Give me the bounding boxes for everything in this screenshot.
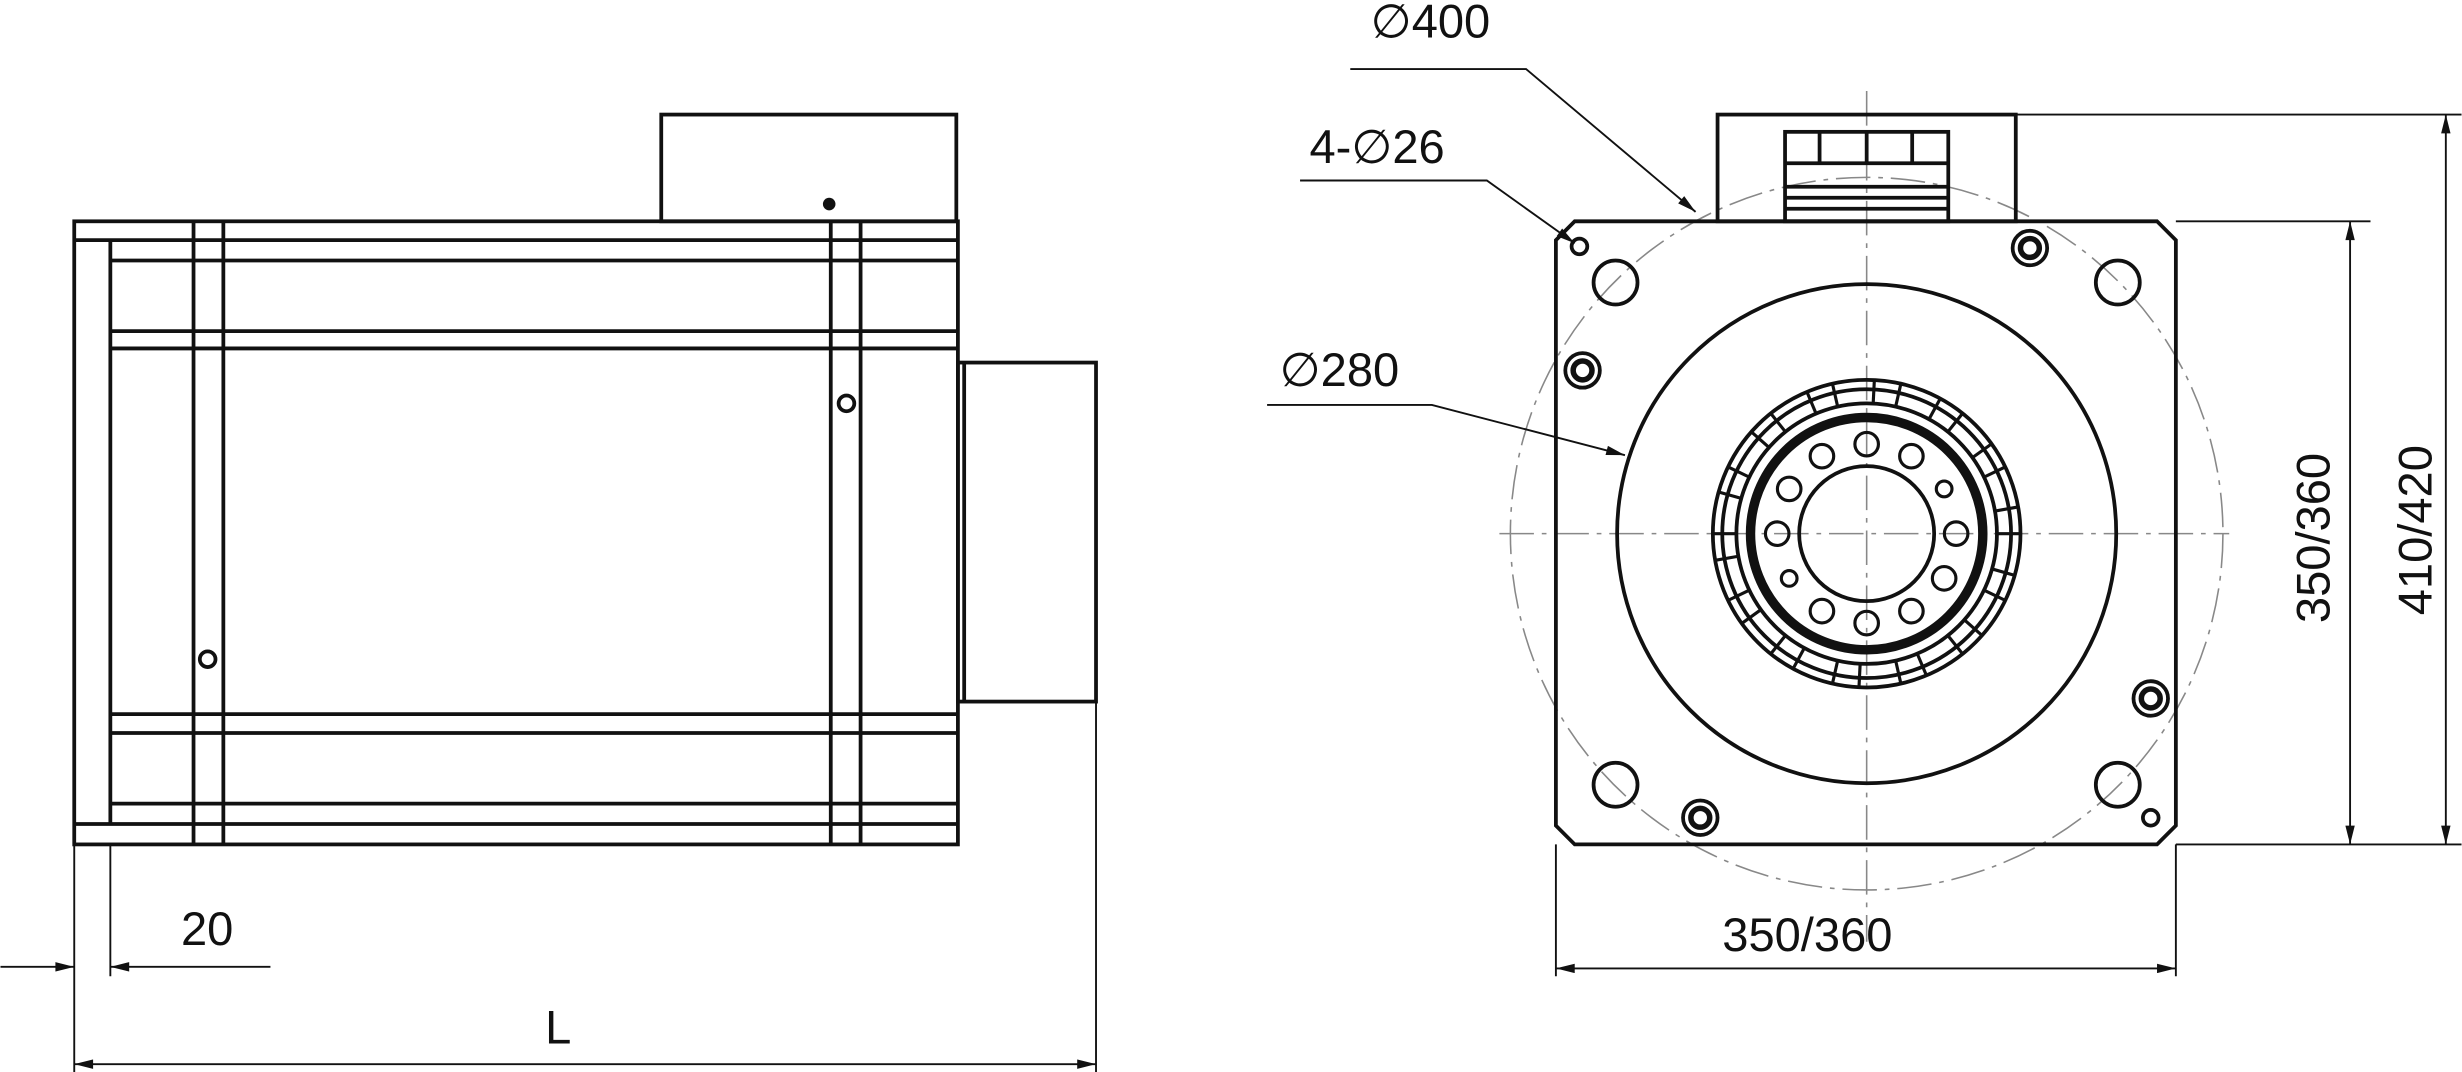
screw-icon (197, 649, 218, 669)
screw-icon (2138, 686, 2163, 711)
pin-hole-icon (1569, 236, 1590, 257)
slot-tick (1983, 465, 2006, 479)
dim-holes-label: 4-∅26 (1309, 120, 1444, 173)
bolt-hole-icon (1934, 479, 1954, 499)
screw-icon (2131, 679, 2170, 718)
spigot-circle (1615, 282, 2119, 786)
mounting-hole-icon (2093, 258, 2142, 307)
slot-tick (1830, 660, 1840, 684)
slot-tick (1894, 383, 1903, 407)
bolt-hole-icon (1763, 520, 1791, 547)
screw-icon (1688, 805, 1713, 830)
body-ribs (74, 221, 958, 845)
bolt-hole-icon (1898, 597, 1925, 625)
screw-icon (1570, 358, 1595, 383)
connector-plug (1783, 129, 1951, 224)
slot-tick (1727, 588, 1750, 602)
front-view: ∅400 4-∅26 ∅280 350/360 350/360 410/420 (1267, 0, 2462, 977)
mounting-hole-icon (2093, 760, 2142, 809)
dim-width-label: 350/360 (1722, 908, 1892, 961)
flange-plate (1554, 219, 2178, 847)
bolt-hole-icon (1853, 430, 1881, 458)
slot-tick (1991, 567, 2016, 577)
mounting-hole-icon (1591, 258, 1640, 307)
slot-tick (1750, 430, 1771, 449)
slot-tick (1805, 391, 1818, 415)
pin-hole-icon (2141, 808, 2161, 828)
motor-body (72, 219, 960, 847)
slot-tick (1915, 653, 1928, 677)
bolt-hole-icon (1808, 442, 1836, 470)
slot-tick (1740, 608, 1762, 625)
slot-tick (1963, 618, 1984, 637)
slot-tick (1830, 383, 1840, 407)
screw-icon (2010, 228, 2050, 268)
bolt-hole-icon (1942, 520, 1970, 547)
dim-length-label: L (545, 1001, 571, 1054)
shaft-hub (1710, 377, 2023, 690)
bolt-hole-icon (1898, 442, 1925, 470)
shaft-housing (956, 360, 1098, 704)
slot-tick (1983, 588, 2006, 602)
slot-tick (1714, 554, 1739, 562)
screw-icon (2017, 235, 2043, 261)
slot-tick (1769, 634, 1787, 655)
dim-total-height-label: 410/420 (2389, 445, 2442, 615)
screw-icon (1563, 351, 1602, 390)
bolt-hole-icon (1930, 565, 1958, 592)
bolt-hole-icon (1775, 475, 1803, 503)
slot-tick (1718, 490, 1742, 500)
slot-tick (1946, 412, 1964, 433)
slot-tick (1971, 442, 1993, 459)
pcd-circle (1509, 176, 2224, 891)
bolt-hole-icon (1853, 609, 1881, 637)
slot-tick (1871, 379, 1876, 404)
marker-dot (822, 197, 836, 211)
dim-pcd-label: ∅400 (1371, 0, 1491, 48)
slot-tick (1927, 397, 1942, 420)
slot-tick (1791, 647, 1806, 670)
slot-tick (1894, 660, 1903, 684)
slot-tick (1857, 663, 1862, 688)
bolt-hole-icon (1779, 568, 1799, 588)
dim-flange-height-label: 350/360 (2287, 453, 2340, 623)
dim-spigot-label: ∅280 (1280, 343, 1400, 396)
screw-icon (1681, 798, 1720, 837)
mounting-hole-icon (1591, 760, 1640, 809)
connector-box (659, 112, 959, 224)
dim-flange-label: 20 (181, 902, 233, 955)
bolt-hole-icon (1808, 597, 1836, 625)
side-view: 20 L (0, 112, 1098, 1072)
slot-tick (1946, 634, 1964, 655)
screw-icon (836, 393, 857, 414)
slot-tick (1727, 465, 1750, 479)
slot-tick (1994, 505, 2019, 513)
slot-tick (1769, 412, 1787, 433)
